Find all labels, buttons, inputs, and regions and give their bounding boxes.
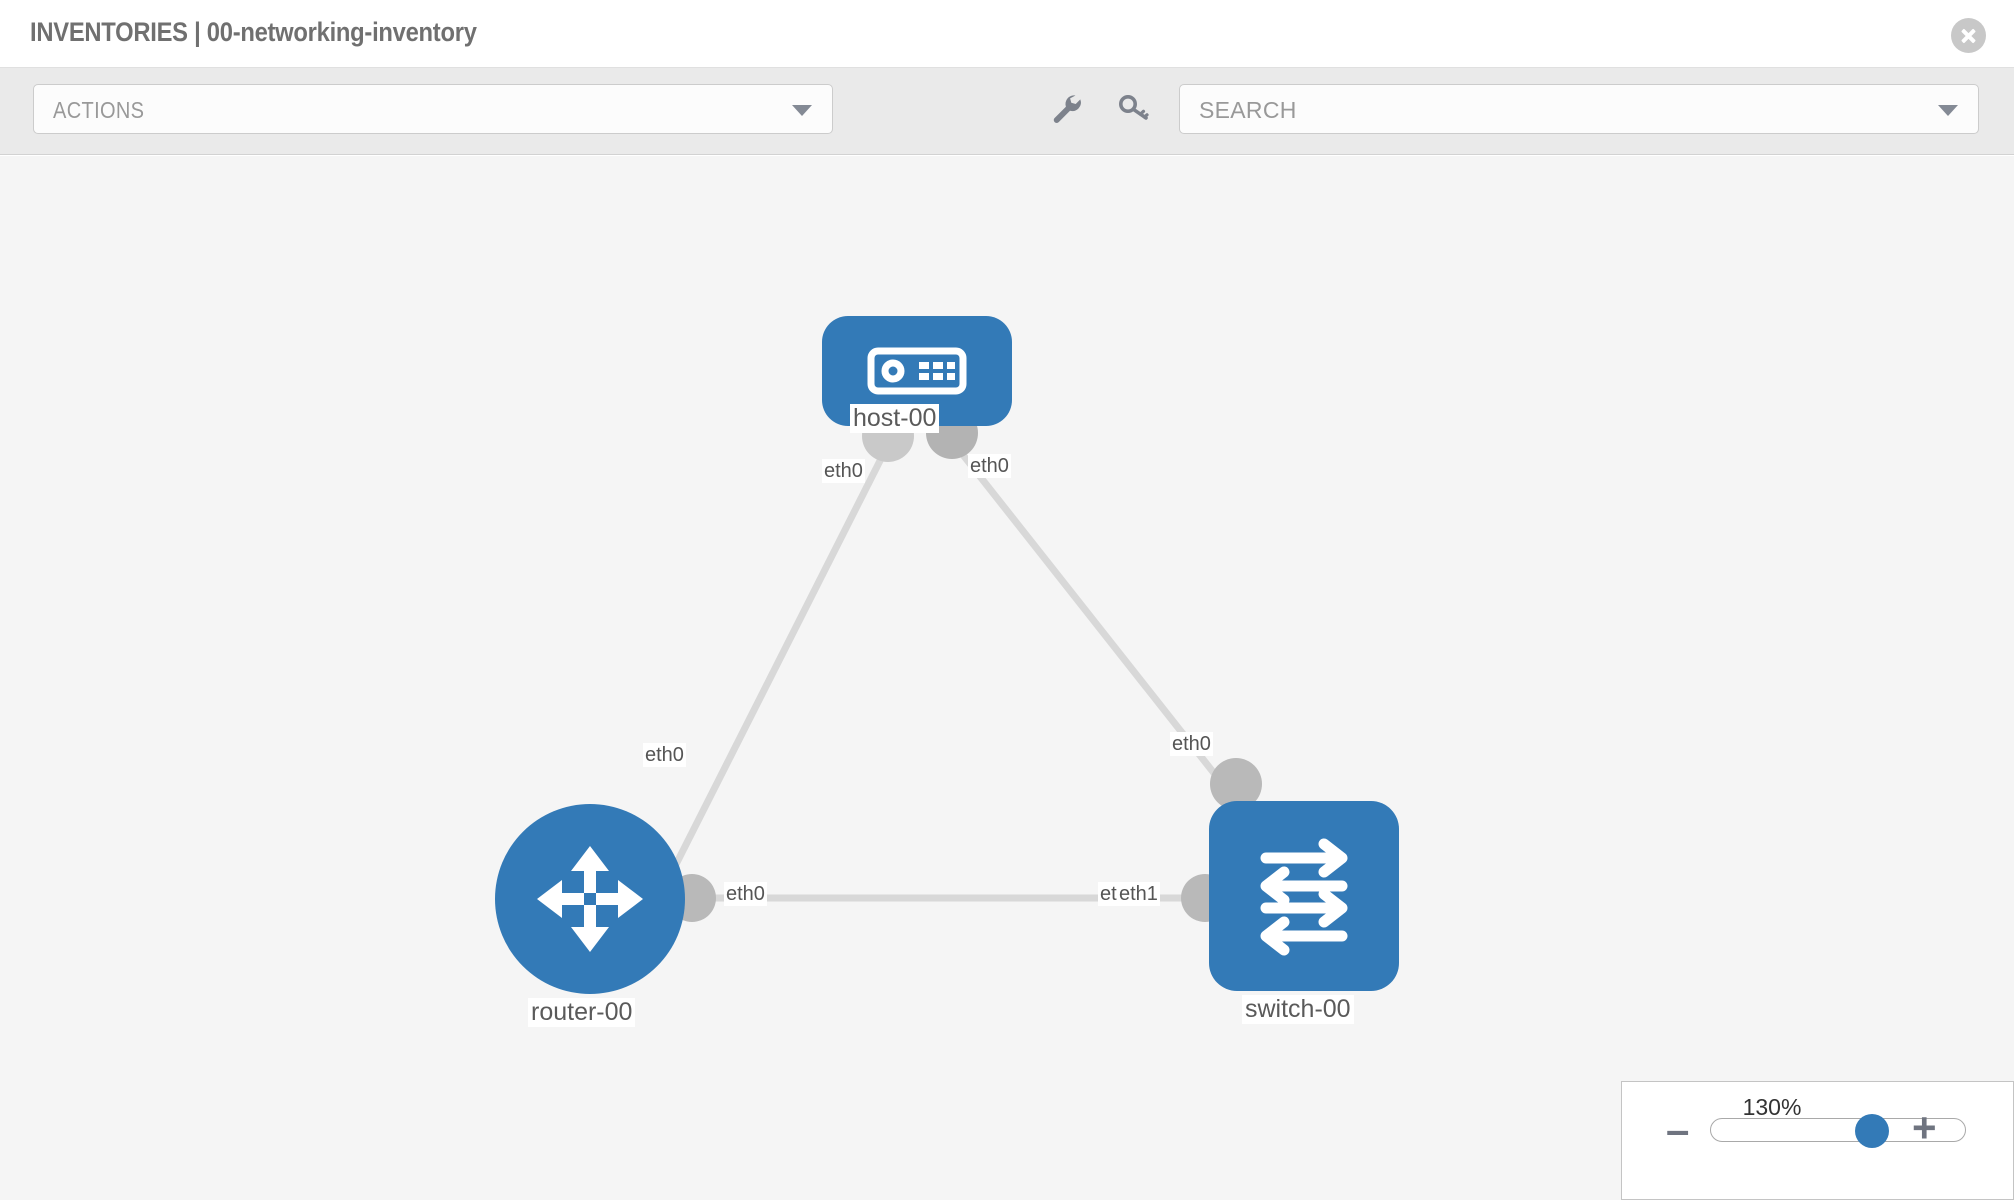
server-icon [867,347,967,395]
node-label-host-00: host-00 [850,404,940,433]
zoom-slider-track[interactable] [1710,1114,1966,1148]
chevron-down-icon [792,105,812,116]
port-label-host-right: eth0 [968,454,1011,478]
actions-dropdown-label: ACTIONS [53,97,145,123]
topology-node-router-00[interactable]: router-00 [495,804,685,1027]
port-label-host-left: eth0 [822,459,865,483]
zoom-in-button[interactable]: + [1912,1104,1937,1151]
actions-dropdown[interactable]: ACTIONS [33,84,833,134]
page-title: INVENTORIES | 00-networking-inventory [30,17,477,47]
switch-arrows-icon [1260,838,1348,956]
topology-edges [656,407,1262,922]
zoom-control-panel: 130% – + [1621,1081,2014,1200]
topology-canvas[interactable]: host-00 router-00 [0,156,2014,1200]
topology-node-switch-00[interactable]: switch-00 [1209,801,1399,1024]
router-arrows-icon [537,846,643,952]
wrench-icon[interactable] [1046,88,1086,128]
port-label-switch-left-b: eth1 [1117,882,1160,906]
edge-host-router [656,439,894,898]
node-label-switch-00: switch-00 [1242,995,1354,1024]
close-icon[interactable] [1951,18,1986,53]
port-label-router-up: eth0 [643,743,686,767]
port-switch-top [1210,758,1262,810]
port-label-router-right: eth0 [724,882,767,906]
node-label-router-00: router-00 [528,998,636,1027]
port-label-switch-up: eth0 [1170,732,1213,756]
page-header: INVENTORIES | 00-networking-inventory [0,0,2014,68]
zoom-out-button[interactable]: – [1666,1106,1690,1153]
search-input[interactable]: SEARCH [1179,84,1979,134]
zoom-slider-thumb[interactable] [1855,1114,1889,1148]
router-node-shape [495,804,685,994]
zoom-level-value: 130% [1742,1094,1802,1120]
switch-node-shape [1209,801,1399,991]
key-icon[interactable] [1113,88,1153,128]
topology-node-host-00[interactable]: host-00 [822,316,1012,433]
search-placeholder: SEARCH [1199,97,1297,123]
chevron-down-icon[interactable] [1938,105,1958,116]
